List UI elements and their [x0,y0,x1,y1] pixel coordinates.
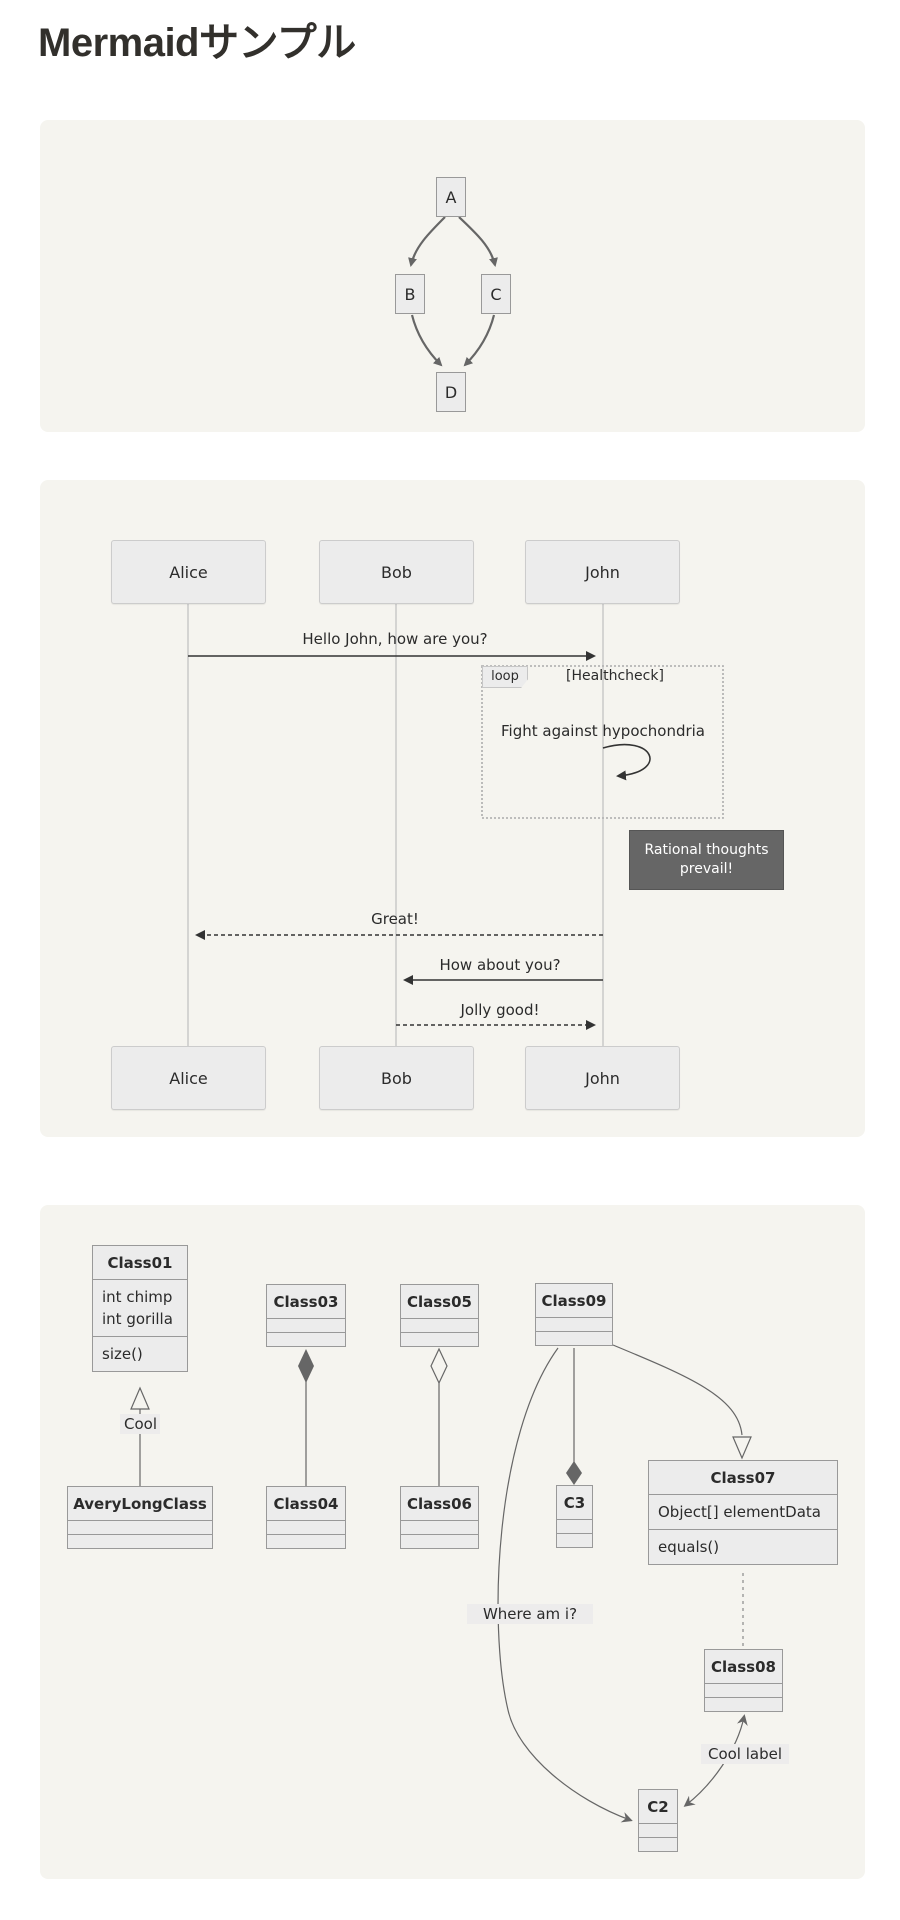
class-empty-section [557,1519,592,1533]
flowchart-edges-layer [408,216,498,367]
class-box-class04: Class04 [266,1486,346,1549]
edge-a-c [458,216,498,267]
inheritance-triangle-class07 [732,1436,752,1460]
class-box-averylongclass: AveryLongClass [67,1486,213,1549]
class-box-c2: C2 [638,1789,678,1852]
class-title: AveryLongClass [73,1495,207,1513]
actor-john-top: John [525,540,680,604]
class-empty-section [557,1533,592,1547]
flowchart-node-c: C [481,274,511,314]
class-box-class09: Class09 [535,1283,613,1346]
flowchart-node-a: A [436,177,466,217]
class-title: Class06 [406,1495,472,1513]
relation-class09-class07 [612,1344,743,1436]
loop-condition: [Healthcheck] [566,668,664,684]
class-title: Class08 [710,1658,776,1676]
message-jolly: Jolly good! [460,1001,540,1019]
class-empty-section [401,1318,478,1332]
class-title: C3 [563,1494,586,1512]
relation-label-cool: Cool [120,1414,160,1434]
class-empty-section [705,1697,782,1711]
actor-alice-top: Alice [111,540,266,604]
class-empty-section [267,1318,345,1332]
loop-frame [481,665,724,819]
inheritance-triangle-class01 [130,1386,150,1410]
class-title: Class09 [541,1292,607,1310]
flowchart-panel: A B C D [40,120,865,432]
sequence-note: Rational thoughts prevail! [629,830,784,890]
class-title: C2 [647,1798,669,1816]
class-title: Class01 [107,1254,173,1272]
class-box-class01: Class01 int chimp int gorilla size() [92,1245,188,1372]
edge-c-d [463,314,496,367]
class-empty-section [401,1332,478,1346]
class-box-class08: Class08 [704,1649,783,1712]
class-box-class03: Class03 [266,1284,346,1347]
class-method: size() [93,1336,187,1371]
class-empty-section [267,1520,345,1534]
class-method: equals() [649,1529,837,1564]
note-line-1: Rational thoughts [644,842,769,858]
self-message-arrow [602,743,651,781]
class-box-class06: Class06 [400,1486,479,1549]
flowchart-node-b: B [395,274,425,314]
note-line-2: prevail! [679,861,734,877]
actor-john-bottom: John [525,1046,680,1110]
class-empty-section [267,1332,345,1346]
class-title: Class05 [406,1293,472,1311]
class-diagram-panel: C2 : Where am i? --> C2 : Cool label -->… [40,1205,865,1879]
message-hello: Hello John, how are you? [302,630,488,648]
class-empty-section [639,1837,677,1851]
edge-a-b [408,216,446,267]
class-empty-section [68,1520,212,1534]
relation-class08-c2 [683,1714,748,1807]
relation-label-coollabel: Cool label [701,1744,789,1764]
aggregation-diamond-class05 [430,1347,448,1385]
message-great: Great! [371,910,419,928]
class-empty-section [267,1534,345,1548]
sequence-panel: Alice Bob John Hello John, how are you? … [40,480,865,1137]
composition-diamond-class03 [298,1349,314,1383]
class-attr: int gorilla [102,1310,173,1328]
loop-label: loop [482,666,528,688]
actor-bob-bottom: Bob [319,1046,474,1110]
class-empty-section [401,1534,478,1548]
class-title: Class07 [710,1469,776,1487]
class-attr: Object[] elementData [649,1494,837,1529]
class-empty-section [401,1520,478,1534]
class-empty-section [705,1683,782,1697]
relation-class09-c2 [497,1347,633,1823]
composition-diamond-c3 [566,1461,582,1485]
message-howabout: How about you? [439,956,561,974]
class-box-c3: C3 [556,1485,593,1548]
self-message-text: Fight against hypochondria [501,722,705,740]
class-title: Class04 [273,1495,339,1513]
class-empty-section [536,1331,612,1345]
sequence-lines-layer [187,604,724,1046]
class-empty-section [639,1823,677,1837]
edge-b-d [410,314,443,367]
flowchart-node-d: D [436,372,466,412]
class-empty-section [68,1534,212,1548]
class-attr: int chimp [93,1279,187,1308]
class-empty-section [536,1317,612,1331]
actor-alice-bottom: Alice [111,1046,266,1110]
class-box-class05: Class05 [400,1284,479,1347]
relation-label-where: Where am i? [467,1604,593,1624]
actor-bob-top: Bob [319,540,474,604]
page-title: Mermaidサンプル [38,21,356,65]
class-title: Class03 [273,1293,339,1311]
class-box-class07: Class07 Object[] elementData equals() [648,1460,838,1565]
